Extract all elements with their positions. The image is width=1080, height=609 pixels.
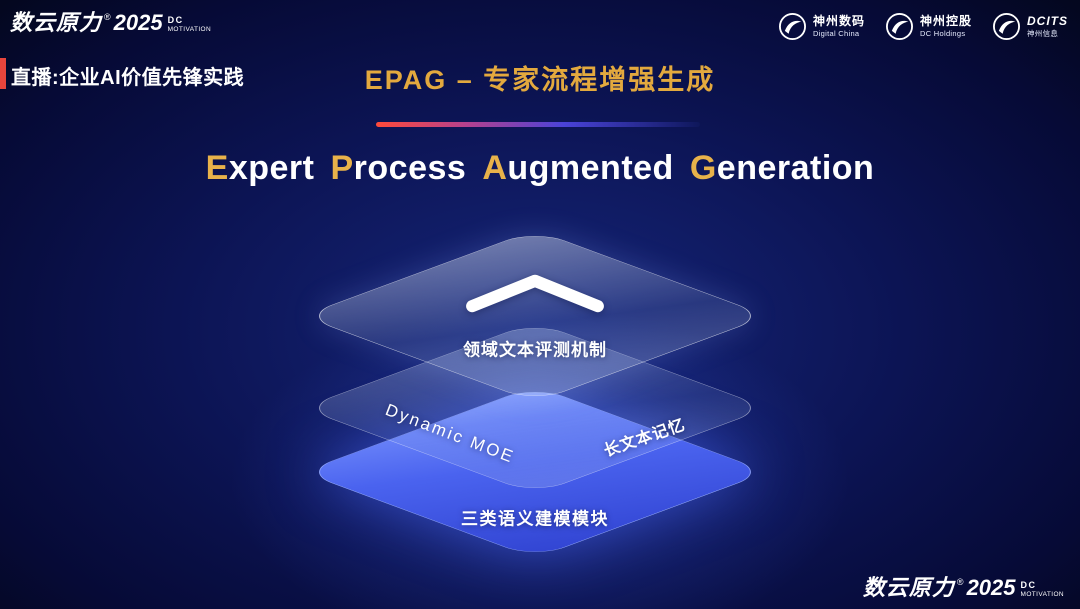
partner-subtitle: Digital China	[812, 29, 860, 39]
partner-digital-china: 神州数码 Digital China	[778, 12, 865, 41]
brand-name: 数云原力	[862, 575, 955, 600]
subtitle-word: Generation	[690, 149, 875, 187]
partner-name: 神州数码	[812, 14, 865, 29]
partner-name: DCITS	[1027, 14, 1068, 29]
live-label-accent-bar	[0, 58, 6, 89]
chevron-up-icon	[466, 274, 604, 313]
subtitle-word-accent: E	[205, 149, 229, 187]
dc-holdings-logo-icon	[885, 13, 913, 40]
bottom-layer-label: 三类语义建模模块	[461, 509, 609, 529]
subtitle-word-rest: xpert	[228, 149, 315, 187]
english-subtitle: Expert Process Augmented Generation	[0, 149, 1080, 188]
brand-year: 2025	[113, 10, 163, 35]
subtitle-word-rest: ugmented	[507, 149, 674, 187]
subtitle-word-accent: G	[689, 149, 717, 187]
partner-dc-holdings: 神州控股 DC Holdings	[885, 12, 972, 41]
subtitle-word: Augmented	[482, 149, 674, 187]
brand-name: 数云原力	[10, 10, 103, 35]
brand-year: 2025	[966, 575, 1016, 600]
brand-logo-bottom: 数云原力 ® 2025 DC MOTIVATION	[863, 577, 1064, 599]
partner-logos: 神州数码 Digital China 神州控股 DC Holdings DCIT…	[778, 12, 1068, 41]
live-label: 直播:企业AI价值先锋实践	[11, 67, 245, 89]
registered-trademark-icon: ®	[104, 12, 111, 22]
brand-tagline: DC MOTIVATION	[168, 16, 211, 34]
brand-tagline-line1: DC	[1020, 580, 1037, 590]
digital-china-logo-icon	[778, 13, 806, 40]
subtitle-word-accent: A	[482, 149, 508, 187]
registered-trademark-icon: ®	[956, 577, 964, 587]
partner-dcits: DCITS 神州信息	[992, 12, 1068, 41]
partner-name: 神州控股	[919, 14, 972, 29]
subtitle-word: Expert	[206, 149, 315, 187]
brand-tagline-line1: DC	[167, 15, 184, 25]
subtitle-word-rest: rocess	[353, 149, 467, 187]
brand-tagline: DC MOTIVATION	[1021, 581, 1064, 599]
partner-subtitle: 神州信息	[1027, 29, 1059, 39]
partner-subtitle: DC Holdings	[919, 29, 966, 39]
subtitle-word: Process	[330, 149, 466, 187]
page-title: EPAG – 专家流程增强生成	[364, 65, 716, 95]
title-gradient-divider	[376, 122, 700, 127]
subtitle-word-accent: P	[330, 149, 354, 187]
partner-text: 神州数码 Digital China	[813, 15, 865, 38]
partner-text: 神州控股 DC Holdings	[920, 15, 972, 38]
partner-text: DCITS 神州信息	[1027, 15, 1068, 38]
dcits-logo-icon	[993, 13, 1020, 40]
top-layer-label: 领域文本评测机制	[463, 340, 607, 360]
brand-logo-top: 数云原力 ® 2025 DC MOTIVATION	[10, 12, 211, 34]
brand-tagline-line2: MOTIVATION	[167, 26, 212, 33]
subtitle-word-rest: eneration	[716, 149, 875, 187]
brand-tagline-line2: MOTIVATION	[1020, 591, 1064, 598]
